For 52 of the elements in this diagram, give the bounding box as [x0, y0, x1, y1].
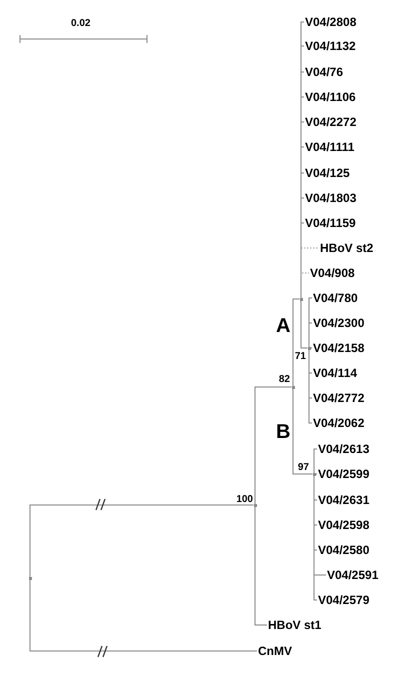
- taxon-label: V04/114: [313, 365, 358, 381]
- tree-branch: [292, 386, 313, 474]
- taxon-label: V04/2772: [313, 390, 364, 406]
- taxon-label: CnMV: [258, 643, 292, 659]
- clade-label: B: [276, 420, 290, 444]
- tree-branch: [300, 272, 310, 300]
- taxon-label: V04/908: [310, 265, 355, 281]
- tree-branch: [30, 578, 258, 652]
- taxon-label: V04/2591: [327, 567, 378, 583]
- bootstrap-value: 82: [278, 374, 290, 386]
- taxon-label: V04/2062: [313, 415, 364, 431]
- taxon-label: V04/2613: [318, 441, 370, 457]
- bootstrap-value: 97: [298, 462, 309, 474]
- tree-branch: [314, 448, 318, 474]
- taxon-label: V04/2580: [318, 542, 370, 558]
- tree-branch: [308, 322, 312, 348]
- taxon-label: V04/780: [313, 290, 358, 306]
- taxon-label: V04/2631: [318, 492, 370, 508]
- tree-branch: [292, 298, 300, 388]
- taxon-label: V04/2579: [318, 592, 370, 608]
- taxon-label: V04/1159: [305, 215, 356, 231]
- taxon-label: V04/2808: [305, 14, 356, 30]
- taxon-label: V04/125: [305, 165, 350, 181]
- tree-branch: [308, 348, 312, 424]
- taxon-label: V04/1106: [305, 89, 356, 105]
- branch-node: [300, 298, 302, 300]
- taxon-label: V04/1803: [305, 190, 356, 206]
- tree-branch: [254, 504, 268, 626]
- branch-node: [292, 386, 294, 388]
- branch-node: [312, 472, 316, 476]
- taxon-label: V04/76: [305, 64, 344, 80]
- branch-node: [308, 346, 310, 350]
- branch-node: [28, 576, 32, 580]
- bootstrap-value: 71: [294, 351, 306, 363]
- taxon-label: V04/2599: [318, 466, 370, 482]
- taxon-label: V04/2300: [313, 315, 364, 331]
- taxon-label: HBoV st1: [268, 617, 322, 633]
- taxon-label: V04/2272: [305, 114, 356, 130]
- taxon-label: HBoV st2: [320, 240, 374, 256]
- clade-label: A: [276, 314, 290, 338]
- tree-branch: [300, 222, 304, 300]
- scale-bar-label: 0.02: [71, 18, 90, 30]
- taxon-label: V04/1111: [305, 139, 354, 155]
- tree-branch: [314, 474, 318, 600]
- branch-node: [254, 504, 256, 506]
- tree-branch: [30, 504, 254, 578]
- taxon-label: V04/2598: [318, 517, 370, 533]
- tree-branch: [254, 386, 292, 506]
- taxon-label: V04/1132: [305, 38, 356, 54]
- tree-branch: [300, 298, 308, 348]
- taxon-label: V04/2158: [313, 340, 364, 356]
- bootstrap-value: 100: [236, 494, 253, 506]
